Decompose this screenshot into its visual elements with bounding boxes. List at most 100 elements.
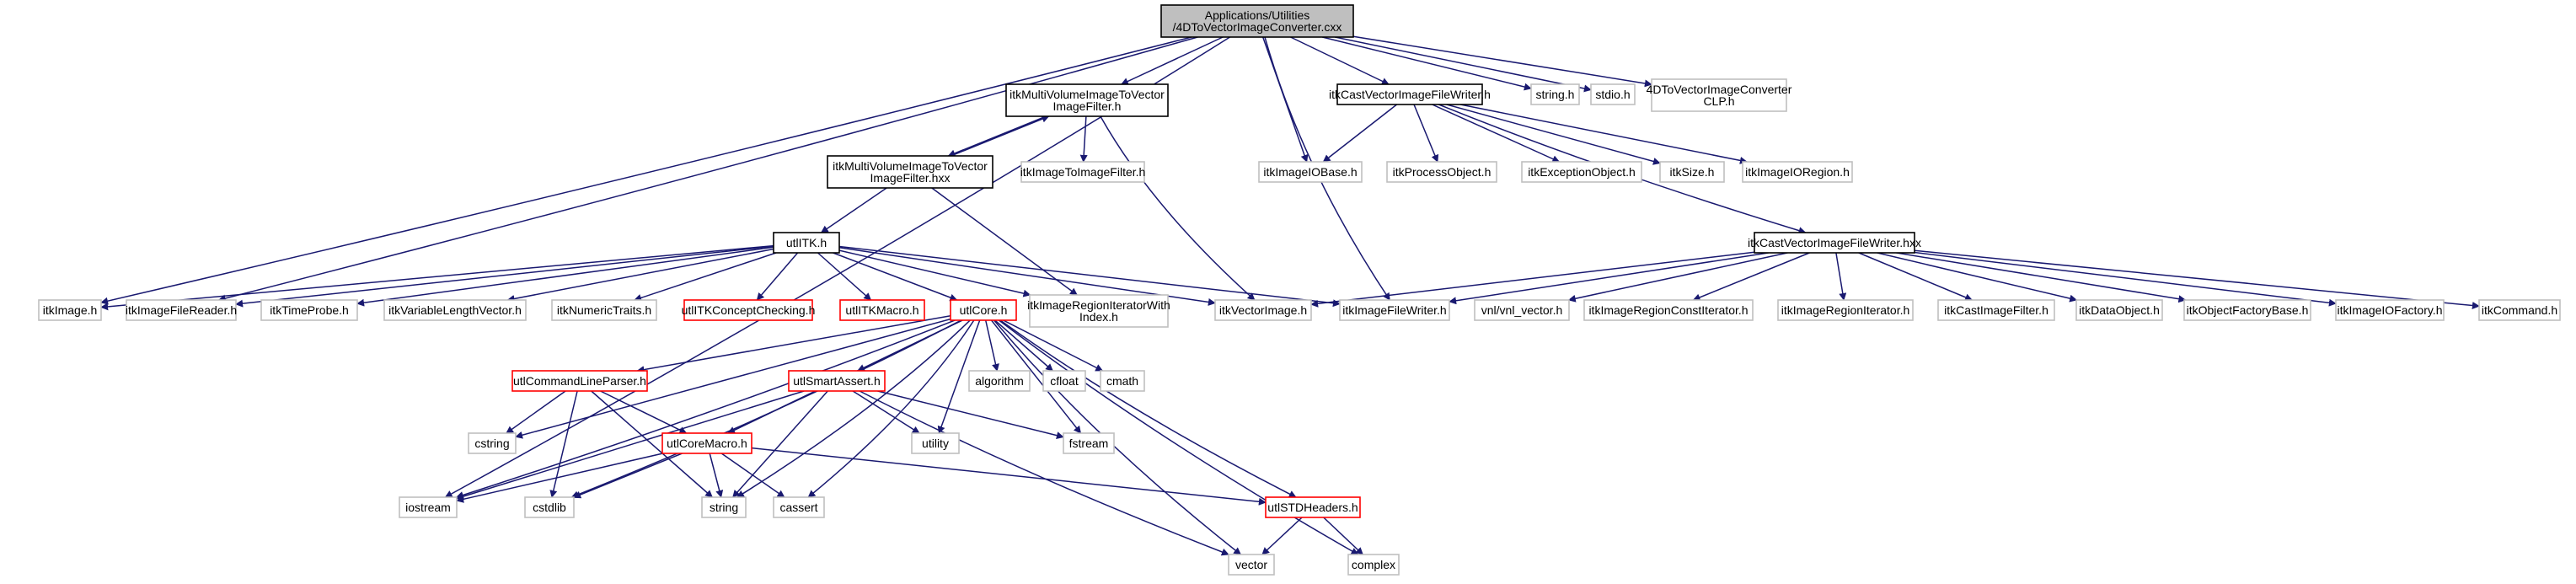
edge-utlitk-to-numtraits [634, 252, 777, 302]
node-box [950, 299, 1017, 321]
node-box [1742, 161, 1853, 183]
edge-utlcore-to-complex [998, 319, 1359, 555]
node-coremacro[interactable]: utlCoreMacro.h [661, 432, 752, 454]
node-label: itkMultiVolumeImageToVector [833, 159, 988, 173]
node-timeprobe[interactable]: itkTimeProbe.h [260, 299, 358, 321]
node-vecimage[interactable]: itkVectorImage.h [1214, 299, 1312, 321]
node-ioregion[interactable]: itkImageIORegion.h [1742, 161, 1853, 183]
edge-smartassert-to-fstream [877, 390, 1064, 440]
node-vnl[interactable]: vnl/vnl_vector.h [1474, 299, 1570, 321]
node-cmdparser[interactable]: utlCommandLineParser.h [511, 370, 648, 392]
node-box [911, 432, 960, 454]
node-mvfhxx[interactable]: itkMultiVolumeImageToVectorImageFilter.h… [827, 155, 993, 189]
node-label: cstdlib [533, 501, 566, 514]
node-regiterh[interactable]: itkImageRegionIterator.h [1777, 299, 1914, 321]
node-box [1651, 78, 1787, 112]
node-cvfwh[interactable]: itkCastVectorImageFileWriter.h [1329, 83, 1491, 105]
node-utility[interactable]: utility [911, 432, 960, 454]
node-box [773, 496, 825, 518]
node-label: CLP.h [1703, 94, 1734, 108]
node-label: utlCore.h [960, 303, 1008, 317]
node-cstdlib[interactable]: cstdlib [524, 496, 575, 518]
edge-cmdparser-to-cstring [506, 390, 566, 434]
node-stringh[interactable]: string.h [1530, 83, 1580, 105]
node-label: itkVariableLengthVector.h [388, 303, 522, 317]
node-algorithm[interactable]: algorithm [968, 370, 1031, 392]
node-numtraits[interactable]: itkNumericTraits.h [551, 299, 657, 321]
node-cmath[interactable]: cmath [1100, 370, 1145, 392]
node-regconstiter[interactable]: itkImageRegionConstIterator.h [1583, 299, 1754, 321]
node-label: itkMultiVolumeImageToVector [1010, 88, 1165, 101]
node-smartassert[interactable]: utlSmartAssert.h [788, 370, 886, 392]
node-label: itkImageIOBase.h [1263, 165, 1357, 179]
edge-utlitk-to-varlen [506, 248, 774, 303]
node-box [1530, 83, 1580, 105]
node-root[interactable]: Applications/Utilities/4DToVectorImageCo… [1160, 4, 1354, 38]
edge-mvfhxx-to-mvfh [951, 115, 1050, 157]
node-image[interactable]: itkImage.h [38, 299, 102, 321]
edge-utlcore-to-cmdparser [636, 315, 951, 374]
node-cstring[interactable]: cstring [468, 432, 517, 454]
node-iofactory[interactable]: itkImageIOFactory.h [2335, 299, 2445, 321]
node-box [661, 432, 752, 454]
edge-mvfh-to-mvfhxx [947, 115, 1047, 158]
node-cassert[interactable]: cassert [773, 496, 825, 518]
node-itkmacro[interactable]: utlITKMacro.h [839, 299, 925, 321]
edge-cvfwhxx-to-vecimage [1310, 251, 1755, 308]
node-vector[interactable]: vector [1228, 554, 1275, 576]
edge-coremacro-to-iostream [456, 453, 663, 503]
node-label: utlCommandLineParser.h [513, 374, 646, 388]
node-cvfwhxx[interactable]: itkCastVectorImageFileWriter.hxx [1748, 232, 1921, 254]
edge-coremacro-to-stdheaders [751, 447, 1267, 506]
node-varlen[interactable]: itkVariableLengthVector.h [383, 299, 527, 321]
node-iiobase[interactable]: itkImageIOBase.h [1258, 161, 1363, 183]
node-stdioh[interactable]: stdio.h [1590, 83, 1636, 105]
node-label: ImageFilter.hxx [870, 171, 951, 185]
node-label: itkExceptionObject.h [1528, 165, 1636, 179]
edge-cvfwhxx-to-command [1914, 249, 2480, 309]
node-box [827, 155, 993, 189]
node-utlcore[interactable]: utlCore.h [950, 299, 1017, 321]
node-sizeh[interactable]: itkSize.h [1659, 161, 1725, 183]
node-fstream[interactable]: fstream [1063, 432, 1115, 454]
edge-cvfwhxx-to-iofactory [1914, 251, 2337, 307]
node-box [1583, 299, 1754, 321]
node-command[interactable]: itkCommand.h [2478, 299, 2561, 321]
node-label: itkCastVectorImageFileWriter.hxx [1748, 236, 1921, 249]
node-label: itkCastVectorImageFileWriter.h [1329, 88, 1491, 101]
node-cfloat[interactable]: cfloat [1042, 370, 1086, 392]
node-procobj[interactable]: itkProcessObject.h [1386, 161, 1497, 183]
node-label: cfloat [1050, 374, 1079, 388]
node-string[interactable]: string [701, 496, 747, 518]
node-objfactory[interactable]: itkObjectFactoryBase.h [2183, 299, 2311, 321]
node-complex[interactable]: complex [1347, 554, 1400, 576]
node-label: itkImageToImageFilter.h [1020, 165, 1146, 179]
node-box [1228, 554, 1275, 576]
node-label: cassert [779, 501, 817, 514]
node-dataobj[interactable]: itkDataObject.h [2075, 299, 2163, 321]
node-stdheaders[interactable]: utlSTDHeaders.h [1265, 496, 1361, 518]
node-iostream[interactable]: iostream [399, 496, 458, 518]
node-box [524, 496, 575, 518]
node-box [468, 432, 517, 454]
node-label: string.h [1536, 88, 1575, 101]
edge-cvfwh-to-excobj [1432, 104, 1561, 163]
node-box [1258, 161, 1363, 183]
node-label: ImageFilter.h [1053, 99, 1122, 113]
node-castfilter[interactable]: itkCastImageFilter.h [1937, 299, 2055, 321]
nodes-layer: Applications/Utilities/4DToVectorImageCo… [38, 4, 2561, 576]
edge-cvfwh-to-procobj [1413, 104, 1439, 163]
node-filewriter[interactable]: itkImageFileWriter.h [1339, 299, 1450, 321]
node-excobj[interactable]: itkExceptionObject.h [1521, 161, 1642, 183]
edge-utlcore-to-cmath [1003, 319, 1104, 372]
node-i2if[interactable]: itkImageToImageFilter.h [1020, 161, 1146, 183]
node-box [1214, 299, 1312, 321]
edge-utlitk-to-regiter [838, 249, 1031, 297]
edge-cvfwh-to-iiobase [1322, 104, 1398, 163]
node-concept[interactable]: utlITKConceptChecking.h [682, 299, 816, 321]
node-filereader[interactable]: itkImageFileReader.h [126, 299, 237, 321]
node-utlitk[interactable]: utlITK.h [773, 232, 840, 254]
